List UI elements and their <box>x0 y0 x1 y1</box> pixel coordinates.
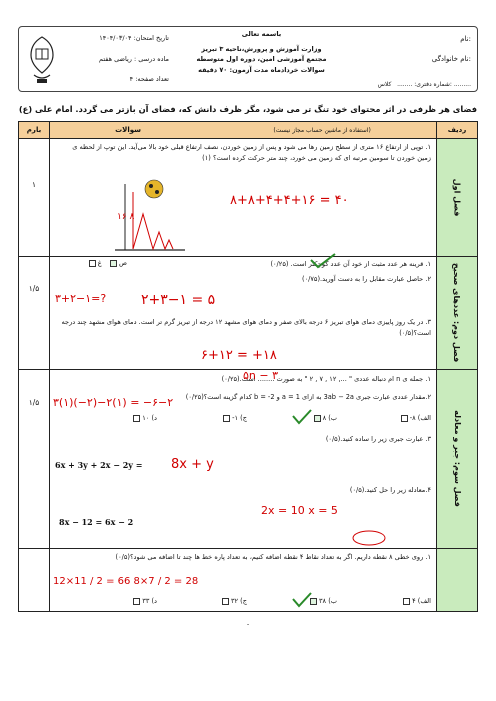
option-d[interactable]: د) ۳۳ <box>131 597 157 605</box>
q3-3-answer: 8x + y <box>171 457 214 472</box>
svg-text:۳+۲−۱=?: ۳+۲−۱=? <box>55 292 106 305</box>
divider <box>49 122 50 611</box>
school-title: باسمه تعالی وزارت آموزش و پرورش،ناحیه ۳ … <box>174 29 349 75</box>
page-number: ۰ <box>245 620 251 629</box>
exam-meta: تاریخ امتحان: ۱۴۰۴/۰۳/۰۴ ماده درسی : ریا… <box>75 33 169 85</box>
false-option[interactable]: غ <box>87 259 102 267</box>
col-row-head: ردیف <box>437 122 477 139</box>
section-3-bg <box>437 369 477 548</box>
question-3-3: ۳. عبارت جبری زیر را ساده کنید.(۰/۵) <box>325 435 431 443</box>
class-label: کلاس: ......... <box>377 81 471 88</box>
motto: فضای هر ظرفی در اثر محتوای خود تنگ تر می… <box>18 104 478 114</box>
blessing: باسمه تعالی <box>241 30 282 38</box>
q3-3-expression: 6x + 3y + 2x − 2y = <box>55 460 143 470</box>
divider <box>436 122 437 611</box>
option-b[interactable]: ب) ۸ <box>312 414 337 422</box>
score-section-2: ۱/۵ <box>28 284 40 293</box>
svg-text:۲+۳−۱ = ۵: ۲+۳−۱ = ۵ <box>141 292 215 308</box>
svg-text:12×11 / 2 = 66 8×7 / 2 = 28: 12×11 / 2 = 66 8×7 / 2 = 28 <box>53 576 198 587</box>
true-option[interactable]: ص <box>108 259 127 267</box>
option-a[interactable]: الف) ۸- <box>399 414 431 422</box>
q3-4-answer: 2x = 10 x = 5 <box>261 504 386 546</box>
check-icon <box>292 409 312 425</box>
family-label: نام خانوادگی: <box>431 55 471 63</box>
section-divider <box>19 548 477 549</box>
option-b[interactable]: ب) ۳۸ <box>308 597 337 605</box>
svg-text:8x + y: 8x + y <box>171 457 214 472</box>
section-2-bg <box>437 256 477 369</box>
question-2-2: ۲. حاصل عبارت مقابل را به دست آورید.(۰/۷… <box>302 275 431 283</box>
name-label: نام: <box>460 35 471 43</box>
student-info: نام: نام خانوادگی: شماره دفتری: ........… <box>361 33 471 91</box>
score-section-1: ۱ <box>31 180 37 189</box>
calculator-note: (استفاده از ماشین حساب مجاز نیست) <box>273 126 371 134</box>
section-1-label: فصل اول <box>452 178 462 217</box>
option-c[interactable]: ج) ۱- <box>221 414 247 422</box>
office-label: شماره دفتری: ........ <box>397 81 450 88</box>
section-3-label: فصل سوم: جبر و معادله <box>452 410 462 507</box>
question-2-1: ۱. قرینه هر عدد مثبت از خود آن عدد کوچکت… <box>270 260 431 268</box>
exam-date: تاریخ امتحان: ۱۴۰۴/۰۳/۰۴ <box>99 34 169 42</box>
question-2-3: ۳. در یک روز پاییزی دمای هوای تبریز ۶ در… <box>61 318 431 337</box>
option-c[interactable]: ج) ۳۲ <box>220 597 247 605</box>
q4-1-answer: 12×11 / 2 = 66 8×7 / 2 = 28 <box>53 576 198 587</box>
section-1-bg <box>437 139 477 256</box>
q3-4-expression: 8x − 12 = 6x − 2 <box>59 517 134 527</box>
questions-heading: سوالات <box>115 126 142 134</box>
q1-answer: ۸+۸+۴+۴+۱۶ = ۴۰ <box>230 193 349 208</box>
subject: ماده درسی : ریاضی هفتم <box>99 54 169 63</box>
svg-text:2x = 10 x = 5: 2x = 10 x = 5 <box>261 504 338 517</box>
page-count: تعداد صفحه: ۴ <box>129 75 169 83</box>
ministry-logo-icon <box>30 36 54 83</box>
true-false-options: ص غ <box>87 259 127 267</box>
ball-diagram: ۱۶ ۸ ۸+۸+۴+۴+۱۶ = ۴۰ <box>115 179 349 251</box>
col-score-head: بارم <box>19 122 49 139</box>
q1-height-marks: ۱۶ ۸ <box>117 212 135 222</box>
section-divider <box>19 256 477 257</box>
option-d[interactable]: د) ۱۰ <box>131 414 157 422</box>
question-3-4: ۴.معادله زیر را حل کنید.(۰/۵) <box>349 486 431 494</box>
section-divider <box>19 369 477 370</box>
option-a[interactable]: الف) ۴ <box>401 597 431 605</box>
question-1-1: ۱. توپی از ارتفاع ۱۶ متری از سطح زمین ره… <box>72 143 431 162</box>
score-section-3: ۱/۵ <box>28 398 40 407</box>
ministry: وزارت آموزش و پرورش،ناحیه ۳ تبریز <box>201 44 322 53</box>
section-2-label: فصل دوم: عددهای صحیح <box>452 262 462 363</box>
question-4-1: ۱. روی خطی ۸ نقطه داریم. اگر به تعداد نق… <box>115 553 431 561</box>
col-questions-head: سوالات (استفاده از ماشین حساب مجاز نیست) <box>49 122 437 139</box>
question-3-2: ۲.مقدار عددی عبارت جبری 3ab − 2a به ازای… <box>185 393 431 401</box>
exam-header: نام: نام خانوادگی: شماره دفتری: ........… <box>18 26 478 92</box>
questions-table: ردیف سوالات (استفاده از ماشین حساب مجاز … <box>18 121 478 612</box>
q2-2-answer: ۳+۲−۱=? ۲+۳−۱ = ۵ <box>55 292 215 308</box>
question-3-1: ۱. جمله ی n ام دنباله عددی " ..., ۱۲ , ۷… <box>221 375 431 383</box>
school-name: مجتمع آموزشی امین، دوره اول متوسطه <box>196 55 327 63</box>
section-4-bg <box>437 548 477 611</box>
exam-info: سوالات خردادماه مدت آزمون: ۷۰ دقیقه <box>198 65 325 74</box>
svg-text:۶+۱۲ = +۱۸: ۶+۱۲ = +۱۸ <box>201 348 277 363</box>
